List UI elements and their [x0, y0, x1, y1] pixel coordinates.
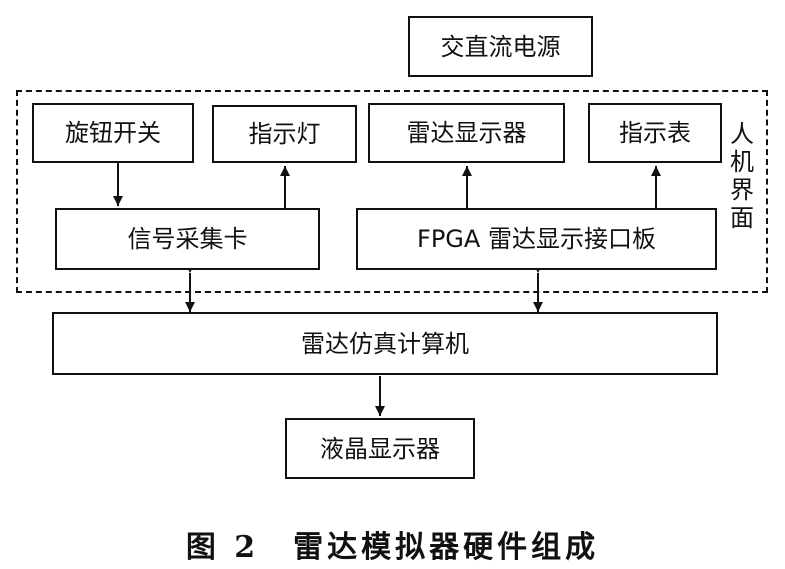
fpga-board-box: FPGA 雷达显示接口板 — [356, 208, 717, 270]
lcd-display-box: 液晶显示器 — [285, 418, 475, 479]
power-supply-box: 交直流电源 — [408, 16, 593, 77]
rotary-switch-box: 旋钮开关 — [32, 103, 194, 163]
hmi-group-label: 人机界面 — [730, 120, 754, 232]
indicator-light-box: 指示灯 — [212, 105, 357, 163]
figure-caption: 图 2 雷达模拟器硬件组成 — [185, 530, 600, 565]
signal-card-box: 信号采集卡 — [55, 208, 320, 270]
radar-display-box: 雷达显示器 — [368, 103, 565, 163]
simulation-computer-box: 雷达仿真计算机 — [52, 312, 718, 375]
hmi-group-frame — [16, 90, 768, 293]
indicator-meter-box: 指示表 — [588, 103, 722, 163]
